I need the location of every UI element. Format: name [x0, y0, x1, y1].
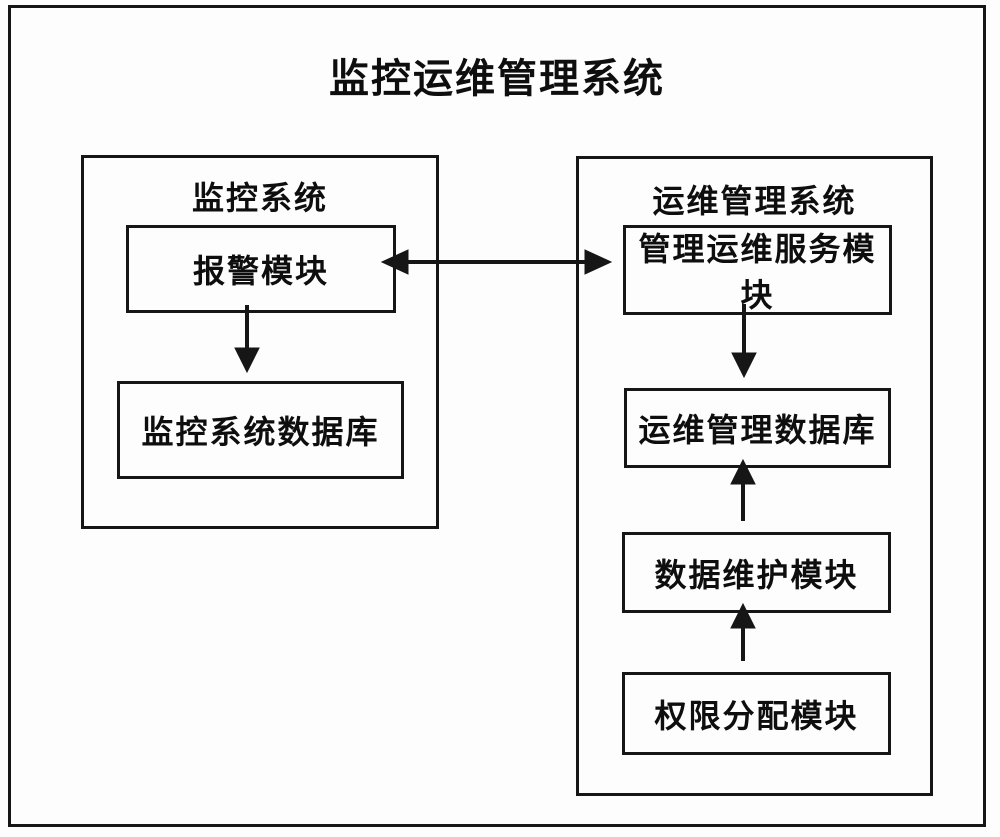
data-maintenance-module-box: 数据维护模块 — [622, 532, 891, 613]
diagram-title: 监控运维管理系统 — [329, 56, 665, 101]
ops-management-container: 运维管理系统 管理运维服务模块 运维管理数据库 数据维护模块 权限分配模块 — [576, 156, 933, 796]
monitoring-database-box: 监控系统数据库 — [117, 381, 404, 479]
ops-management-database-box: 运维管理数据库 — [624, 388, 891, 468]
monitoring-system-title: 监控系统 — [191, 180, 328, 216]
monitoring-system-container: 监控系统 报警模块 监控系统数据库 — [81, 155, 439, 529]
alarm-module-box: 报警模块 — [126, 225, 396, 313]
system-outer-frame: 监控运维管理系统 监控系统 报警模块 监控系统数据库 运维管理系统 管理运维服务… — [8, 5, 986, 827]
ops-management-title: 运维管理系统 — [652, 183, 857, 219]
permission-allocation-module-box: 权限分配模块 — [622, 672, 891, 755]
manage-ops-service-module-box: 管理运维服务模块 — [623, 225, 892, 315]
